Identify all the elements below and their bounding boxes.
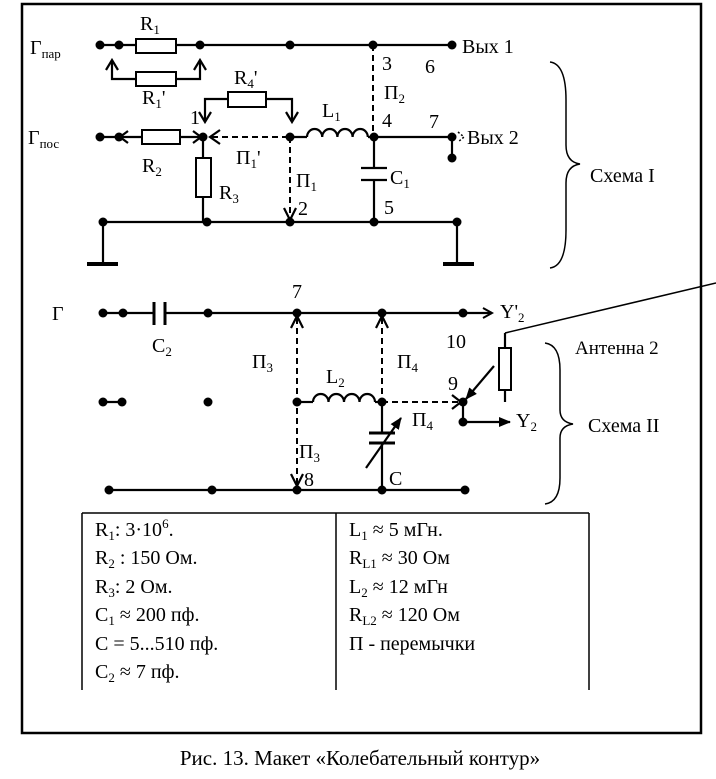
label-l2: L2 xyxy=(326,366,345,390)
node-label: 6 xyxy=(425,56,435,78)
label-p3-lower: П3 xyxy=(299,441,320,465)
table-cell: R3: 2 Ом. xyxy=(95,576,173,600)
table-cell: L1 ≈ 5 мГн. xyxy=(349,519,443,543)
label-gen-par: Гпар xyxy=(30,37,61,61)
label-y2: Y2 xyxy=(516,410,537,434)
resistor-r2 xyxy=(141,129,181,145)
node-label: 1 xyxy=(190,107,200,129)
resistor-r1 xyxy=(135,38,177,54)
figure-frame xyxy=(20,2,703,735)
label-schema-2: Схема II xyxy=(588,415,659,437)
label-c2: C2 xyxy=(152,335,172,359)
brace-schema-2 xyxy=(544,342,574,505)
label-l1: L1 xyxy=(322,100,341,124)
antenna-resistor xyxy=(498,347,512,391)
resistor-r4-prime xyxy=(227,91,267,108)
inductor-l2 xyxy=(311,392,377,403)
table-cell: R2 : 150 Ом. xyxy=(95,547,198,571)
label-p3: П3 xyxy=(252,351,273,375)
variable-capacitor-c xyxy=(365,417,402,469)
label-y2-prime: Y'2 xyxy=(500,301,525,325)
table-cell: RL2 ≈ 120 Ом xyxy=(349,604,460,628)
resistor-r3 xyxy=(195,157,212,198)
resistor-r1-prime xyxy=(135,71,177,87)
label-r1: R1 xyxy=(140,13,160,37)
node-label: 4 xyxy=(382,110,392,132)
schema-1: Гпар Гпос R1 R1' R4' L1 R2 R3 C1 П1' П1 … xyxy=(28,13,655,269)
label-p1: П1 xyxy=(296,170,317,194)
label-p4-lower: П4 xyxy=(412,409,433,433)
label-r2: R2 xyxy=(142,155,162,179)
label-schema-1: Схема I xyxy=(590,165,655,187)
schema-2: Г C2 L2 C П3 П3 П4 П4 Y'2 Y2 7 8 9 10 Ан… xyxy=(52,281,716,505)
antenna-wire xyxy=(504,282,716,334)
parameters-table: R1: 3·106. R2 : 150 Ом. R3: 2 Ом. C1 ≈ 2… xyxy=(81,512,590,690)
label-c1: C1 xyxy=(390,167,410,191)
node-label: 7 xyxy=(429,111,439,133)
label-antenna-2: Антенна 2 xyxy=(575,338,659,359)
node-label: 2 xyxy=(298,198,308,220)
terminal-dots xyxy=(98,308,470,495)
label-r4-prime: R4' xyxy=(234,67,257,91)
label-gen: Г xyxy=(52,303,64,325)
table-cell: C = 5...510 пф. xyxy=(95,633,218,655)
label-c: C xyxy=(389,468,402,490)
node-label: 9 xyxy=(448,373,458,395)
label-gen-pos: Гпос xyxy=(28,127,59,151)
label-out-2: Вых 2 xyxy=(467,127,519,149)
inductor-l1 xyxy=(305,127,369,138)
label-r1-prime: R1' xyxy=(142,87,165,111)
table-cell: C1 ≈ 200 пф. xyxy=(95,604,199,628)
node-label: 5 xyxy=(384,197,394,219)
node-label: 10 xyxy=(446,331,466,353)
table-cell: C2 ≈ 7 пф. xyxy=(95,661,179,685)
terminal-dots xyxy=(95,40,462,227)
brace-schema-1 xyxy=(549,61,581,269)
label-p4: П4 xyxy=(397,351,418,375)
table-cell: RL1 ≈ 30 Ом xyxy=(349,547,450,571)
table-cell: L2 ≈ 12 мГн xyxy=(349,576,448,600)
label-out-1: Вых 1 xyxy=(462,36,514,58)
table-cell: П - перемычки xyxy=(349,633,475,655)
label-p1-prime: П1' xyxy=(236,147,261,171)
label-p2: П2 xyxy=(384,82,405,106)
node-label: 3 xyxy=(382,53,392,75)
node-label: 7 xyxy=(292,281,302,303)
table-cell: R1: 3·106. xyxy=(95,516,174,543)
node-label: 8 xyxy=(304,469,314,491)
label-r3: R3 xyxy=(219,182,239,206)
figure-caption: Рис. 13. Макет «Колебательный контур» xyxy=(180,746,540,770)
